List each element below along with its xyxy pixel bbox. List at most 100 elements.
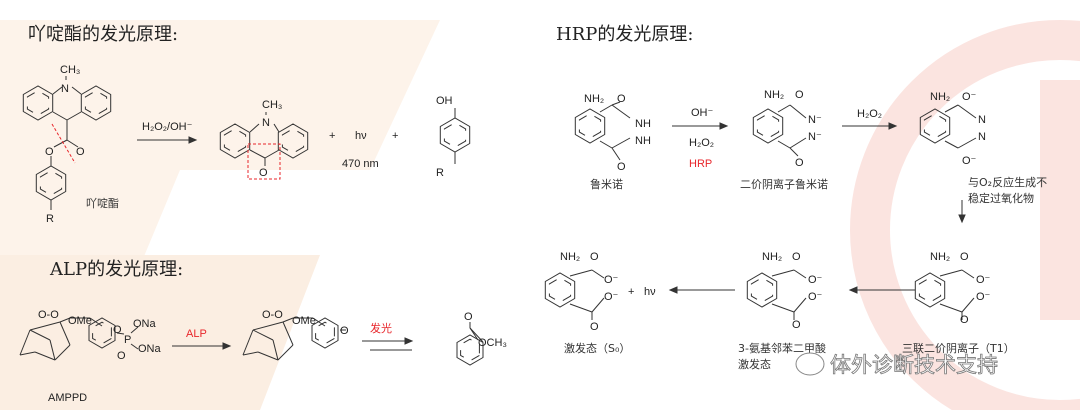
- adamantane-bond: [29, 321, 61, 331]
- bond: [789, 104, 807, 119]
- bond: [777, 104, 791, 113]
- plus-sign: +: [628, 286, 634, 298]
- aromatic-inner-bonds: [443, 122, 467, 148]
- nh2-label: NH₂: [930, 91, 950, 103]
- luminol-name: 鲁米诺: [590, 177, 623, 191]
- bond: [611, 147, 621, 161]
- product-n-label: N: [262, 117, 270, 129]
- bond: [116, 332, 125, 335]
- ona-label: ONa: [138, 343, 162, 355]
- adamantane-bond: [277, 344, 294, 361]
- benzene-ring: [219, 123, 251, 159]
- ampdd-name: AMPPD: [48, 392, 87, 404]
- o-anion-label: O⁻: [604, 291, 619, 303]
- bond: [611, 104, 631, 119]
- bond: [939, 269, 963, 277]
- arrow-head: [888, 122, 898, 130]
- wechat-icon: [795, 352, 825, 376]
- bond: [66, 139, 79, 148]
- aromatic-inner-bonds: [923, 113, 947, 139]
- adamantane-bond: [252, 321, 284, 331]
- bond: [961, 269, 975, 279]
- bond: [939, 303, 963, 313]
- n-anion-label: N⁻: [808, 114, 822, 126]
- benzene-ring: [22, 85, 54, 121]
- aromatic-inner-bonds: [26, 90, 50, 116]
- bond: [793, 269, 807, 279]
- nh2-label: NH₂: [560, 251, 580, 263]
- dianion-name: 二价阴离子鲁米诺: [740, 177, 828, 191]
- adamantane-bond: [242, 351, 259, 356]
- aromatic-inner-bonds: [84, 90, 108, 116]
- o-label: O: [590, 321, 599, 333]
- adamantane-bond: [49, 339, 56, 361]
- hrp-title: HRP的发光原理:: [556, 24, 693, 45]
- o-anion-label: O⁻: [962, 91, 977, 103]
- och3-label: OCH₃: [478, 337, 507, 349]
- product-ch3-label: CH₃: [262, 99, 282, 111]
- peroxide-note-line2: 稳定过氧化物: [968, 191, 1034, 205]
- phenol-r-label: R: [436, 167, 444, 179]
- plus-sign: +: [329, 130, 335, 142]
- peroxide-note-line1: 与O₂反应生成不: [968, 175, 1047, 189]
- bond: [249, 123, 260, 133]
- bond: [249, 149, 266, 159]
- benzene-ring: [752, 108, 784, 144]
- hv-label: hν: [644, 286, 656, 298]
- bond: [777, 140, 791, 149]
- wavelength-label: 470 nm: [342, 158, 379, 170]
- condition-label: H₂O₂/OH⁻: [142, 121, 193, 133]
- benzene-ring: [311, 317, 339, 349]
- bond: [569, 303, 593, 313]
- benzene-ring: [88, 317, 116, 349]
- emit-light-label: 发光: [370, 321, 392, 335]
- ester-o-label: O: [45, 146, 54, 158]
- benzene-ring: [439, 117, 471, 153]
- nh2-label: NH₂: [764, 89, 784, 101]
- aromatic-inner-bonds: [39, 170, 63, 196]
- hv-label: hν: [355, 130, 367, 142]
- n-label: N: [61, 83, 69, 95]
- peroxide-label: O-O: [38, 309, 59, 321]
- arrow-head: [719, 122, 729, 130]
- nh-label: NH: [635, 135, 651, 147]
- excited-name-line2: 激发态: [738, 357, 771, 371]
- o-label: O: [340, 325, 349, 337]
- ground-state-name: 激发态（S₀）: [564, 341, 630, 355]
- arrow-head: [958, 214, 966, 224]
- aromatic-inner-bonds: [315, 321, 335, 345]
- bond-lines: [19, 76, 977, 361]
- bond: [53, 139, 68, 148]
- plus-sign: +: [392, 130, 398, 142]
- bond: [789, 137, 807, 149]
- o-label: O: [464, 311, 473, 323]
- product-o-label: O: [259, 167, 268, 179]
- acridinium-ester-name: 吖啶酯: [86, 196, 119, 210]
- o-label: O: [113, 324, 122, 336]
- excited-name-line1: 3-氨基邻苯二甲酸: [738, 341, 826, 355]
- arrow-head: [188, 136, 198, 144]
- adamantane-bond: [54, 344, 71, 361]
- alp-title: ALP的发光原理:: [49, 259, 183, 280]
- watermark: 体外诊断技术支持: [795, 352, 998, 377]
- o-label: O: [617, 93, 626, 105]
- o-anion-label: O⁻: [808, 291, 823, 303]
- o-anion-label: O⁻: [962, 155, 977, 167]
- adamantane-bond: [252, 329, 274, 341]
- bond: [611, 137, 631, 149]
- p-label: P: [124, 334, 131, 346]
- acridinium-title: 吖啶酯的发光原理:: [28, 24, 178, 45]
- bond: [771, 269, 795, 277]
- aromatic-inner-bonds: [92, 321, 112, 345]
- spiro-bond: [59, 317, 71, 323]
- bond: [591, 269, 605, 279]
- ona-label: ONa: [133, 318, 157, 330]
- n-label: N: [978, 131, 986, 143]
- o-label: O: [117, 350, 126, 362]
- aromatic-inner-bonds: [756, 113, 780, 139]
- bond: [591, 297, 605, 313]
- bond: [961, 297, 975, 313]
- r-label: R: [46, 213, 54, 225]
- watermark-text: 体外诊断技术支持: [830, 353, 998, 377]
